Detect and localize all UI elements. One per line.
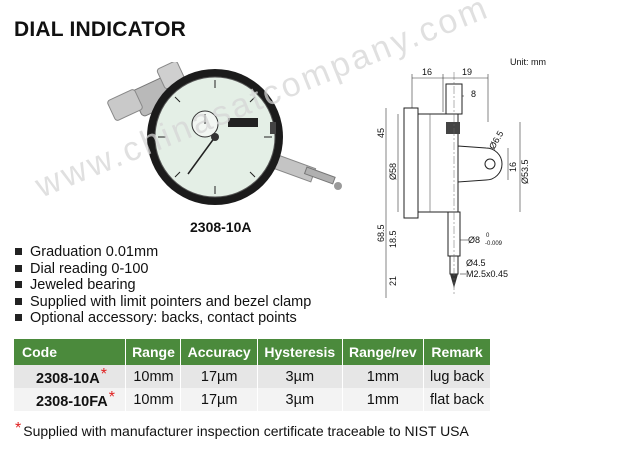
cell-remark: lug back: [423, 365, 491, 388]
bullet-square-icon: [15, 297, 22, 305]
unit-label: Unit: mm: [510, 57, 546, 67]
dim-21: 21: [388, 276, 398, 286]
dim-68-5: 68.5: [376, 224, 386, 242]
cell-hysteresis: 3µm: [257, 365, 343, 388]
dim-8-stem: Ø8: [468, 235, 480, 245]
table-row: 2308-10A* 10mm 17µm 3µm 1mm lug back: [14, 365, 491, 388]
header-code: Code: [14, 339, 127, 365]
product-photo: [107, 62, 342, 205]
dim-8-tol-bottom: -0.009: [485, 241, 503, 247]
asterisk-mark: *: [15, 420, 22, 437]
cell-accuracy: 17µm: [180, 365, 258, 388]
feature-text: Optional accessory: backs, contact point…: [30, 310, 297, 327]
asterisk-mark: *: [108, 389, 115, 406]
cell-accuracy: 17µm: [180, 388, 258, 411]
feature-text: Graduation 0.01mm: [30, 244, 159, 260]
code-text: 2308-10A: [36, 371, 100, 387]
dim-19: 19: [462, 67, 472, 77]
technical-drawing: Unit: mm 16 19 8 45 Ø58 68.5 18.5 21 Ø6.…: [376, 57, 546, 298]
cell-range: 10mm: [125, 388, 182, 411]
photo-caption: 2308-10A: [190, 219, 252, 235]
table-header-row: Code Range Accuracy Hysteresis Range/rev…: [14, 339, 491, 365]
cell-hysteresis: 3µm: [257, 388, 343, 411]
bullet-square-icon: [15, 264, 22, 272]
cell-code: 2308-10FA*: [14, 388, 127, 411]
dim-58: Ø58: [388, 163, 398, 180]
feature-text: Supplied with limit pointers and bezel c…: [30, 293, 312, 310]
header-remark: Remark: [423, 339, 491, 365]
header-range: Range: [125, 339, 182, 365]
bullet-square-icon: [15, 314, 22, 322]
asterisk-mark: *: [100, 366, 107, 383]
feature-item: Jeweled bearing: [14, 277, 311, 294]
dim-53-5: Ø53.5: [520, 159, 530, 184]
bullet-square-icon: [15, 281, 22, 289]
feature-item: Dial reading 0-100: [14, 261, 311, 278]
cell-range-rev: 1mm: [342, 388, 425, 411]
cell-range-rev: 1mm: [342, 365, 425, 388]
dim-8: 8: [471, 89, 476, 99]
feature-item: Optional accessory: backs, contact point…: [14, 310, 311, 327]
code-text: 2308-10FA: [36, 394, 108, 410]
cell-range: 10mm: [125, 365, 182, 388]
feature-text: Jeweled bearing: [30, 277, 136, 294]
header-hysteresis: Hysteresis: [257, 339, 343, 365]
dim-16-lug: 16: [508, 162, 518, 172]
dim-6-5: Ø6.5: [487, 129, 505, 151]
spec-table: Code Range Accuracy Hysteresis Range/rev…: [14, 339, 491, 411]
cell-code: 2308-10A*: [14, 365, 127, 388]
feature-list: Graduation 0.01mm Dial reading 0-100 Jew…: [14, 244, 311, 327]
dim-m2-5: M2.5x0.45: [466, 269, 508, 279]
dim-16: 16: [422, 67, 432, 77]
cell-remark: flat back: [423, 388, 491, 411]
bullet-square-icon: [15, 248, 22, 255]
table-row: 2308-10FA* 10mm 17µm 3µm 1mm flat back: [14, 388, 491, 411]
feature-item: Graduation 0.01mm: [14, 244, 311, 261]
feature-item: Supplied with limit pointers and bezel c…: [14, 294, 311, 311]
footnote-text: Supplied with manufacturer inspection ce…: [23, 423, 469, 439]
dim-18-5: 18.5: [388, 230, 398, 248]
dim-4-5: Ø4.5: [466, 258, 486, 268]
dim-45: 45: [376, 128, 386, 138]
footnote: *Supplied with manufacturer inspection c…: [14, 420, 469, 439]
header-accuracy: Accuracy: [180, 339, 258, 365]
header-range-rev: Range/rev: [342, 339, 425, 365]
dim-8-tol-top: 0: [486, 233, 490, 239]
page-title: DIAL INDICATOR: [14, 18, 186, 41]
feature-text: Dial reading 0-100: [30, 260, 149, 277]
